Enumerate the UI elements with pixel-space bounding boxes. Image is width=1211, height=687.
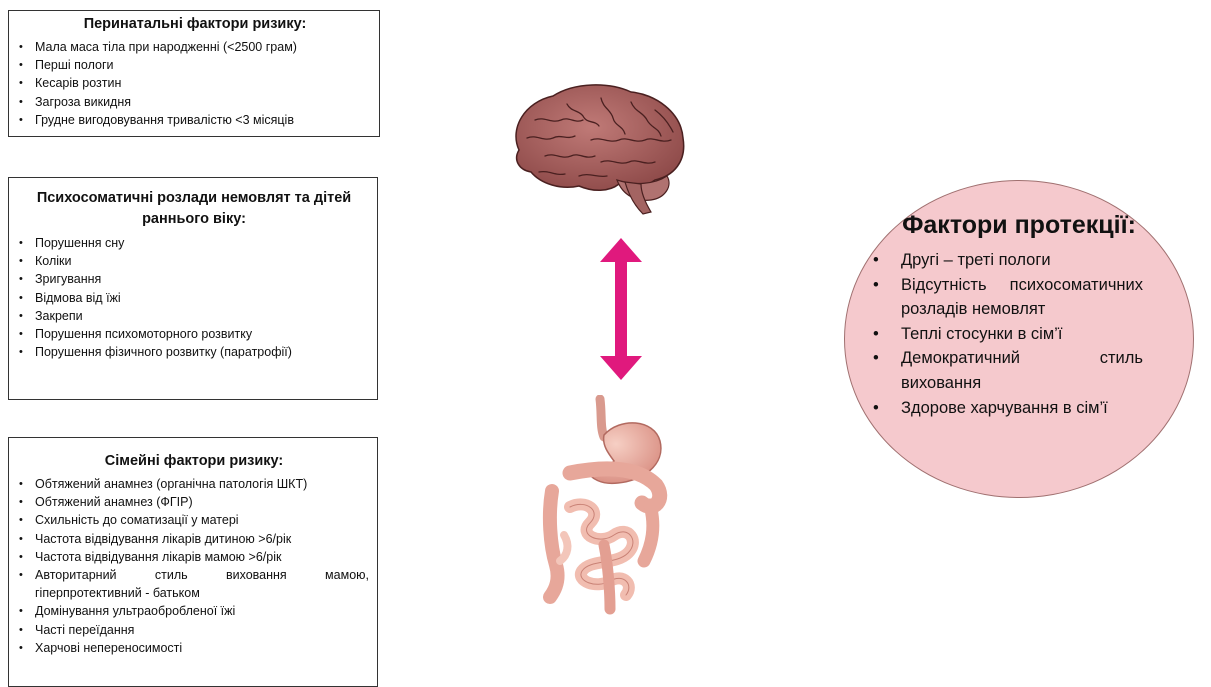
list-item: Перші пологи	[19, 56, 371, 74]
list-item: Відсутність психосоматичних розладів нем…	[871, 273, 1143, 322]
list-item: Здорове харчування в сім’ї	[871, 396, 1143, 421]
protection-factors-title: Фактори протекції:	[845, 211, 1193, 240]
list-item: Порушення фізичного розвитку (паратрофії…	[19, 343, 369, 361]
psychosomatic-disorders-title: Психосоматичні розлади немовлят та дітей…	[19, 188, 369, 230]
list-item: Часті переїдання	[19, 621, 369, 639]
list-item: Харчові непереносимості	[19, 639, 369, 657]
protection-factors-ellipse: Фактори протекції: Другі – треті пологи …	[844, 180, 1194, 498]
list-item: Домінування ультраобробленої їжі	[19, 602, 369, 620]
list-item: Мала маса тіла при народженні (<2500 гра…	[19, 38, 371, 56]
list-item: Схильність до соматизації у матері	[19, 511, 369, 529]
list-item: Відмова від їжі	[19, 289, 369, 307]
list-item: Обтяжений анамнез (органічна патологія Ш…	[19, 475, 369, 493]
family-risk-title: Сімейні фактори ризику:	[19, 452, 369, 471]
list-item: Закрепи	[19, 307, 369, 325]
list-item: Порушення сну	[19, 234, 369, 252]
list-item: Обтяжений анамнез (ФГІР)	[19, 493, 369, 511]
digestive-system-icon	[530, 395, 675, 617]
perinatal-risk-title: Перинатальні фактори ризику:	[19, 15, 371, 34]
list-item: Порушення психомоторного розвитку	[19, 325, 369, 343]
list-item: Другі – треті пологи	[871, 248, 1143, 273]
list-item: Загроза викидня	[19, 93, 371, 111]
brain-icon	[505, 80, 690, 220]
list-item: Зригування	[19, 270, 369, 288]
double-arrow-icon	[596, 236, 646, 382]
list-item: Демократичний стиль виховання	[871, 346, 1143, 395]
list-item: Частота відвідування лікарів мамою >6/рі…	[19, 548, 369, 566]
list-item: Коліки	[19, 252, 369, 270]
protection-factors-list: Другі – треті пологи Відсутність психосо…	[871, 248, 1143, 420]
list-item: Грудне вигодовування тривалістю <3 місяц…	[19, 111, 371, 129]
list-item: Авторитарний стиль виховання мамою, гіпе…	[19, 566, 369, 602]
perinatal-risk-box: Перинатальні фактори ризику: Мала маса т…	[8, 10, 380, 137]
list-item: Частота відвідування лікарів дитиною >6/…	[19, 530, 369, 548]
psychosomatic-disorders-list: Порушення сну Коліки Зригування Відмова …	[19, 234, 369, 361]
perinatal-risk-list: Мала маса тіла при народженні (<2500 гра…	[19, 38, 371, 129]
psychosomatic-disorders-box: Психосоматичні розлади немовлят та дітей…	[8, 177, 378, 400]
family-risk-list: Обтяжений анамнез (органічна патологія Ш…	[19, 475, 369, 657]
family-risk-box: Сімейні фактори ризику: Обтяжений анамне…	[8, 437, 378, 687]
list-item: Теплі стосунки в сім’ї	[871, 322, 1143, 347]
list-item: Кесарів розтин	[19, 74, 371, 92]
